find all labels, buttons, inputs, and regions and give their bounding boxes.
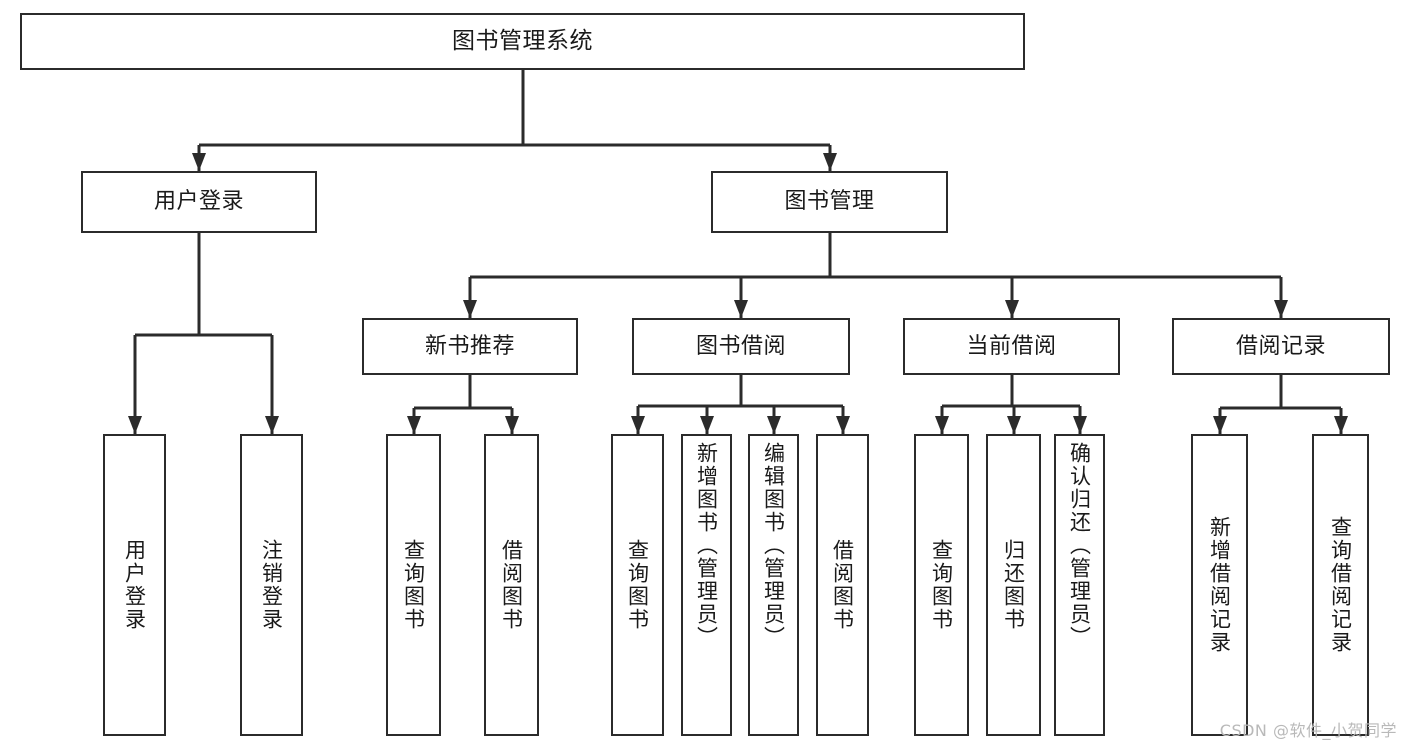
node-label: 注销登录 [259, 539, 284, 631]
node-leaf-newrec-2[interactable]: 借阅图书 [484, 434, 539, 736]
node-leaf-records-1[interactable]: 新增借阅记录 [1191, 434, 1248, 736]
node-current[interactable]: 当前借阅 [903, 318, 1120, 375]
node-leaf-current-3[interactable]: 确认归还（管理员） [1054, 434, 1105, 736]
node-leaf-borrow-4[interactable]: 借阅图书 [816, 434, 869, 736]
node-leaf-current-2[interactable]: 归还图书 [986, 434, 1041, 736]
node-label: 新增借阅记录 [1207, 516, 1232, 654]
node-label: 新增图书（管理员） [694, 442, 719, 649]
node-leaf-current-1[interactable]: 查询图书 [914, 434, 969, 736]
node-label: 借阅图书 [499, 539, 524, 631]
node-label: 图书借阅 [695, 333, 786, 359]
node-label: 确认归还（管理员） [1067, 442, 1092, 649]
node-label: 用户登录 [153, 189, 244, 215]
node-login[interactable]: 用户登录 [81, 171, 317, 233]
node-label: 查询图书 [625, 539, 650, 631]
node-label: 查询图书 [929, 539, 954, 631]
node-borrow[interactable]: 图书借阅 [632, 318, 850, 375]
node-leaf-borrow-2[interactable]: 新增图书（管理员） [681, 434, 732, 736]
node-leaf-login-2[interactable]: 注销登录 [240, 434, 303, 736]
node-leaf-borrow-3[interactable]: 编辑图书（管理员） [748, 434, 799, 736]
node-label: 查询图书 [401, 539, 426, 631]
node-leaf-records-2[interactable]: 查询借阅记录 [1312, 434, 1369, 736]
node-root[interactable]: 图书管理系统 [20, 13, 1025, 70]
node-leaf-borrow-1[interactable]: 查询图书 [611, 434, 664, 736]
node-label: 图书管理系统 [452, 27, 593, 54]
node-label: 当前借阅 [966, 333, 1057, 359]
node-label: 借阅图书 [830, 539, 855, 631]
node-leaf-login-1[interactable]: 用户登录 [103, 434, 166, 736]
node-label: 查询借阅记录 [1328, 516, 1353, 654]
node-label: 借阅记录 [1235, 333, 1326, 359]
node-label: 图书管理 [784, 189, 875, 215]
node-label: 编辑图书（管理员） [761, 442, 786, 649]
node-records[interactable]: 借阅记录 [1172, 318, 1390, 375]
node-newrec[interactable]: 新书推荐 [362, 318, 578, 375]
node-label: 用户登录 [122, 539, 147, 631]
node-label: 新书推荐 [424, 333, 515, 359]
node-bookmgmt[interactable]: 图书管理 [711, 171, 948, 233]
node-leaf-newrec-1[interactable]: 查询图书 [386, 434, 441, 736]
watermark-text: CSDN @软件_小贺同学 [1219, 721, 1397, 740]
node-label: 归还图书 [1001, 539, 1026, 631]
